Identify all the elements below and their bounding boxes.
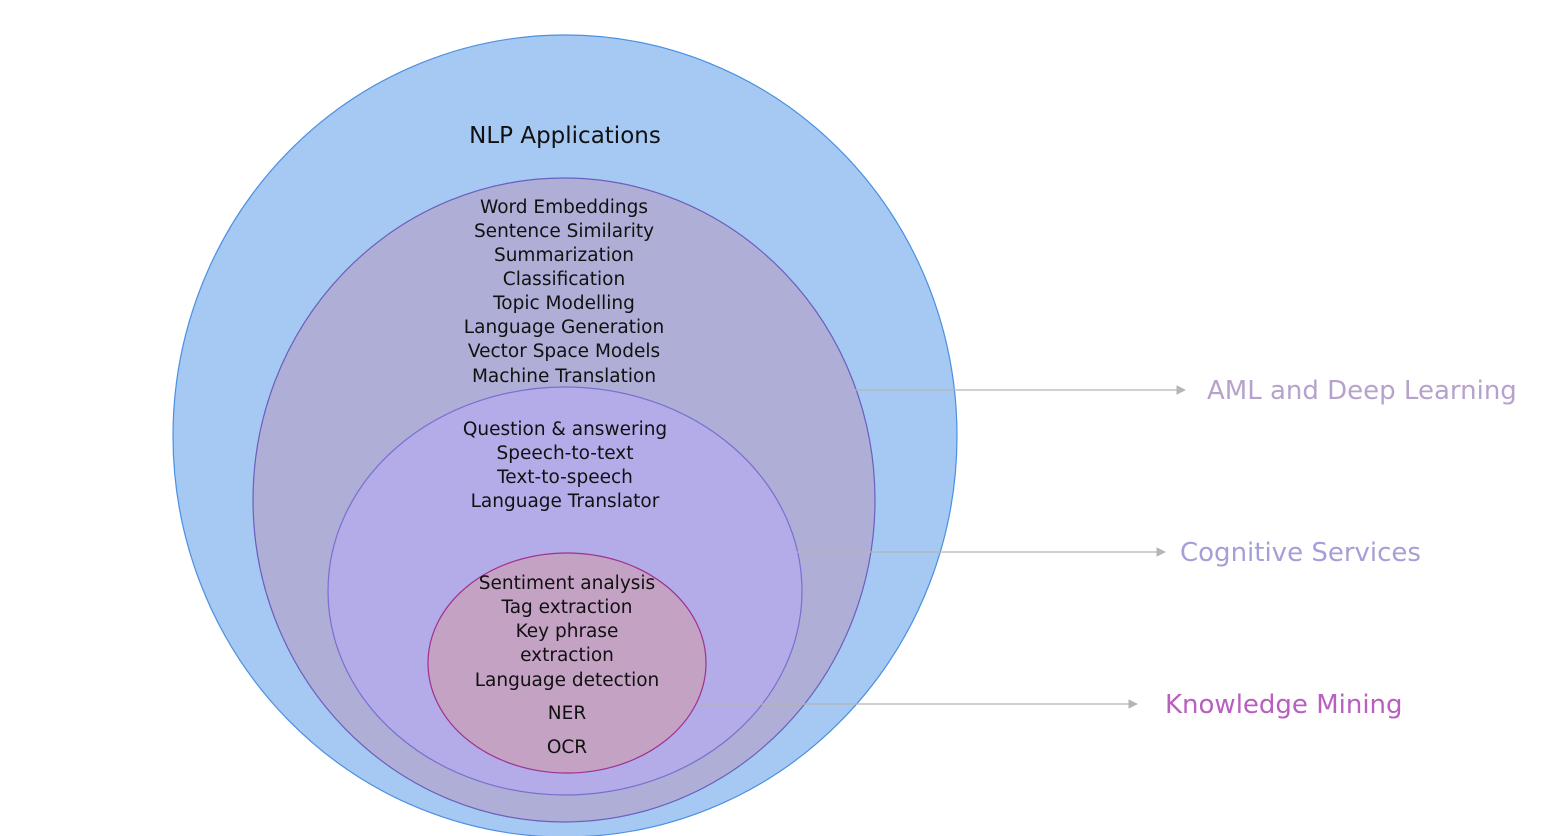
cognitive-item: Language Translator (471, 491, 660, 512)
cognitive-item: Speech-to-text (497, 443, 634, 464)
knowledge-item: Key phrase (516, 621, 619, 642)
aml-item: Word Embeddings (480, 197, 648, 218)
cognitive-services-label: Cognitive Services (1180, 538, 1421, 568)
aml-item: Sentence Similarity (474, 221, 654, 242)
aml-item: Language Generation (464, 317, 664, 338)
cognitive-item-list: Question & answering Speech-to-text Text… (463, 419, 667, 512)
circle-knowledge-mining (427, 552, 707, 774)
aml-item: Summarization (494, 245, 634, 266)
knowledge-mining-label: Knowledge Mining (1165, 690, 1403, 720)
knowledge-item: Language detection (475, 670, 660, 691)
knowledge-item: extraction (520, 645, 614, 666)
aml-item: Machine Translation (472, 366, 656, 387)
knowledge-item: OCR (547, 737, 587, 758)
aml-deep-learning-label: AML and Deep Learning (1207, 376, 1517, 406)
knowledge-item-list: Sentiment analysis Tag extraction Key ph… (475, 573, 660, 758)
aml-item: Vector Space Models (468, 341, 660, 362)
cognitive-item: Text-to-speech (496, 467, 633, 488)
aml-item: Classification (503, 269, 625, 290)
knowledge-item: Sentiment analysis (479, 573, 655, 594)
knowledge-item: NER (548, 703, 587, 724)
aml-item: Topic Modelling (492, 293, 635, 314)
nlp-applications-title: NLP Applications (469, 123, 661, 149)
knowledge-item: Tag extraction (500, 597, 632, 618)
aml-item-list: Word Embeddings Sentence Similarity Summ… (464, 197, 664, 387)
cognitive-item: Question & answering (463, 419, 667, 440)
